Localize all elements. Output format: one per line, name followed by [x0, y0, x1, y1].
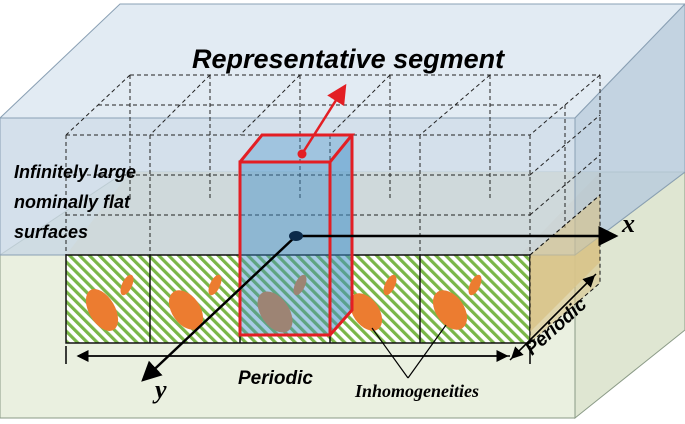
inclusion: [85, 289, 119, 331]
representative-segment-box: [238, 83, 356, 337]
inclusions: [85, 274, 482, 333]
inclusion: [349, 293, 383, 331]
inclusion: [208, 274, 222, 296]
surfaces-label-line2: nominally flat: [14, 192, 131, 212]
origin-point: [289, 231, 303, 241]
surfaces-label-line3: surfaces: [14, 222, 88, 242]
inhomogeneities-label: Inhomogeneities: [354, 381, 479, 401]
inclusion: [432, 290, 468, 330]
inclusion: [120, 274, 134, 296]
inhomogeneities-pointers: [371, 324, 447, 379]
inclusion: [168, 290, 204, 330]
surfaces-label: Infinitely large nominally flat surfaces: [14, 162, 136, 242]
inclusion: [468, 274, 482, 296]
periodic-bottom-label: Periodic: [238, 368, 313, 389]
top-solid-block: [0, 3, 685, 257]
x-axis-label: x: [621, 209, 635, 238]
y-axis-label: y: [152, 375, 167, 404]
inclusion: [383, 274, 397, 296]
inclusion: [257, 291, 293, 333]
representative-segment-label: Representative segment: [192, 44, 505, 74]
inclusion: [293, 274, 307, 296]
periodic-arrows: [65, 273, 597, 364]
surfaces-label-line1: Infinitely large: [14, 162, 136, 182]
